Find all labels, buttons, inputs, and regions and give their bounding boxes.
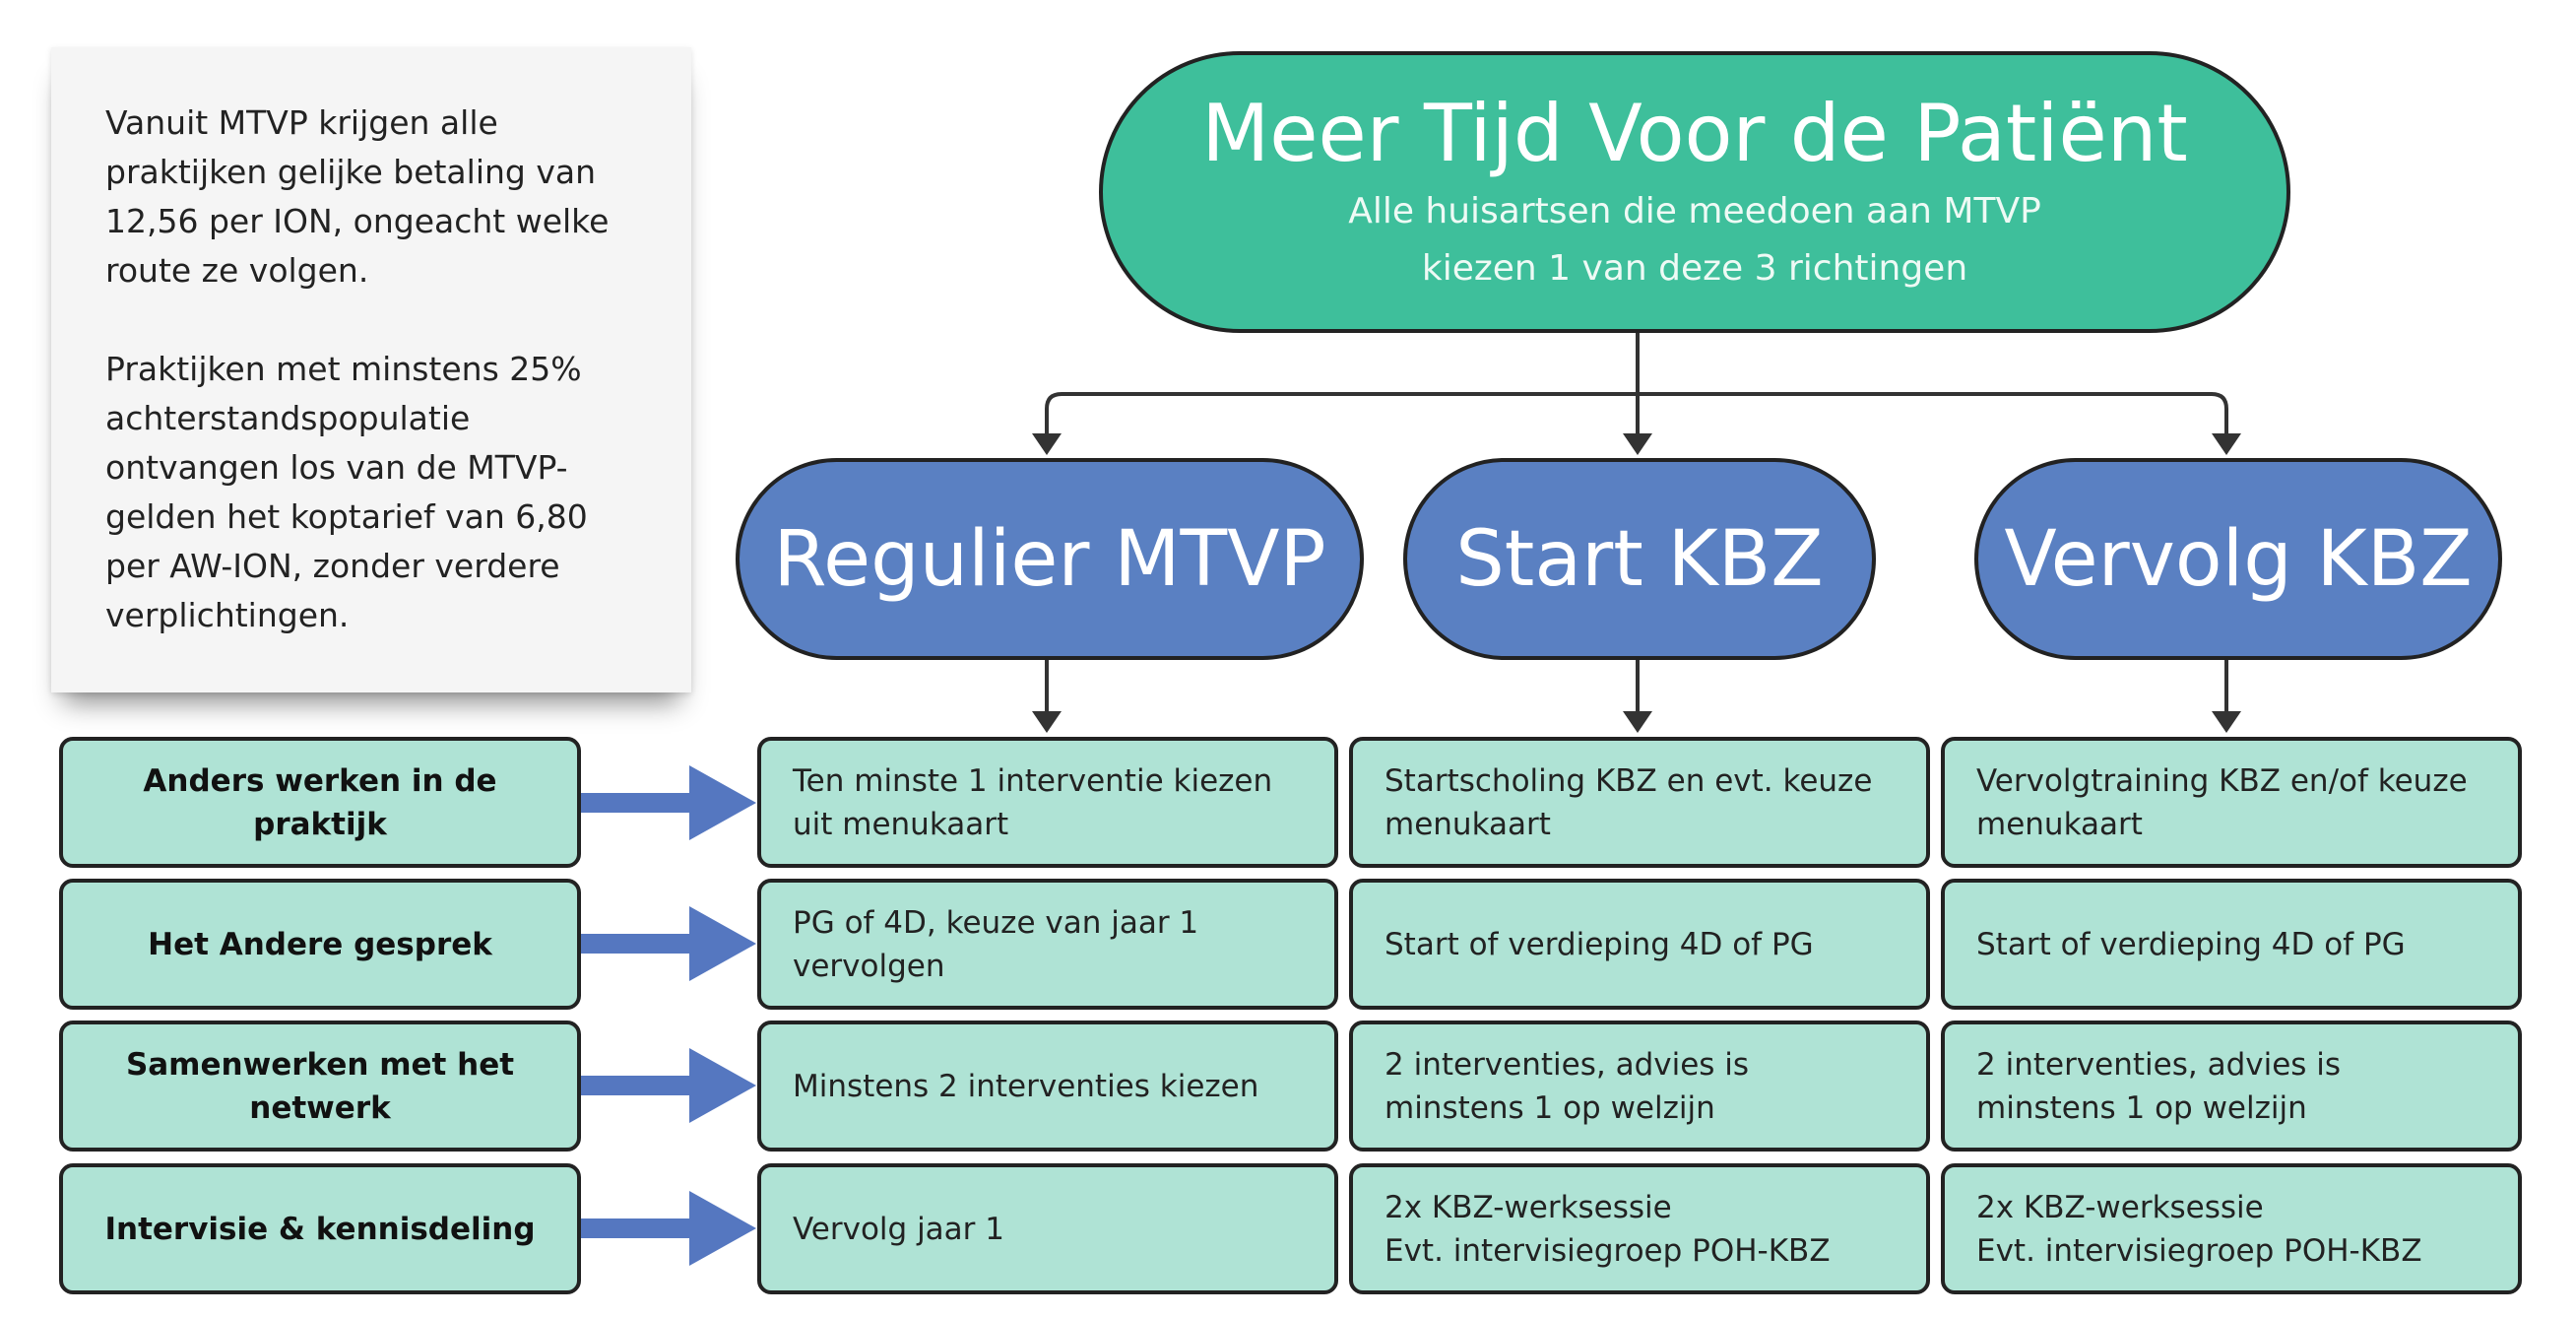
note-paragraph-2: Praktijken met minstens 25% achterstands… — [105, 350, 588, 634]
info-note: Vanuit MTVP krijgen alle praktijken geli… — [51, 47, 691, 692]
arrowhead-route-2 — [1623, 433, 1652, 455]
row-arrow-1 — [579, 765, 756, 840]
header-subtitle-line-1: Alle huisartsen die meedoen aan MTVP — [1348, 191, 2041, 231]
arrowhead-cell-3 — [2212, 711, 2241, 733]
header-node: Meer Tijd Voor de Patiënt Alle huisartse… — [1099, 51, 2290, 333]
cell-row1-start-kbz: Startscholing KBZ en evt. keuze menukaar… — [1349, 737, 1930, 868]
arrowhead-cell-2 — [1623, 711, 1652, 733]
row-arrow-4 — [579, 1191, 756, 1266]
row-label-3: Samenwerken met het netwerk — [59, 1021, 581, 1152]
row-arrow-3 — [579, 1048, 756, 1123]
arrowhead-route-3 — [2212, 433, 2241, 455]
row-label-2: Het Andere gesprek — [59, 879, 581, 1010]
route-regulier-mtvp: Regulier MTVP — [736, 458, 1364, 660]
cell-row2-regulier: PG of 4D, keuze van jaar 1 vervolgen — [757, 879, 1338, 1010]
row-arrow-2 — [579, 906, 756, 981]
arrowhead-cell-1 — [1032, 711, 1062, 733]
cell-row3-start-kbz: 2 interventies, advies is minstens 1 op … — [1349, 1021, 1930, 1152]
cell-row4-start-kbz: 2x KBZ-werksessie Evt. intervisiegroep P… — [1349, 1163, 1930, 1294]
header-subtitle-line-2: kiezen 1 van deze 3 richtingen — [1421, 248, 1968, 289]
route-start-kbz: Start KBZ — [1403, 458, 1876, 660]
cell-row3-regulier: Minstens 2 interventies kiezen — [757, 1021, 1338, 1152]
row-label-1: Anders werken in de praktijk — [59, 737, 581, 868]
header-title: Meer Tijd Voor de Patiënt — [1201, 88, 2188, 179]
cell-row1-regulier: Ten minste 1 interventie kiezen uit menu… — [757, 737, 1338, 868]
row-label-4: Intervisie & kennisdeling — [59, 1163, 581, 1294]
cell-row4-vervolg-kbz: 2x KBZ-werksessie Evt. intervisiegroep P… — [1941, 1163, 2522, 1294]
cell-row2-vervolg-kbz: Start of verdieping 4D of PG — [1941, 879, 2522, 1010]
arrowhead-route-1 — [1032, 433, 1062, 455]
cell-row3-vervolg-kbz: 2 interventies, advies is minstens 1 op … — [1941, 1021, 2522, 1152]
cell-row1-vervolg-kbz: Vervolgtraining KBZ en/of keuze menukaar… — [1941, 737, 2522, 868]
note-paragraph-1: Vanuit MTVP krijgen alle praktijken geli… — [105, 103, 610, 290]
cell-row4-regulier: Vervolg jaar 1 — [757, 1163, 1338, 1294]
cell-row2-start-kbz: Start of verdieping 4D of PG — [1349, 879, 1930, 1010]
route-vervolg-kbz: Vervolg KBZ — [1974, 458, 2502, 660]
